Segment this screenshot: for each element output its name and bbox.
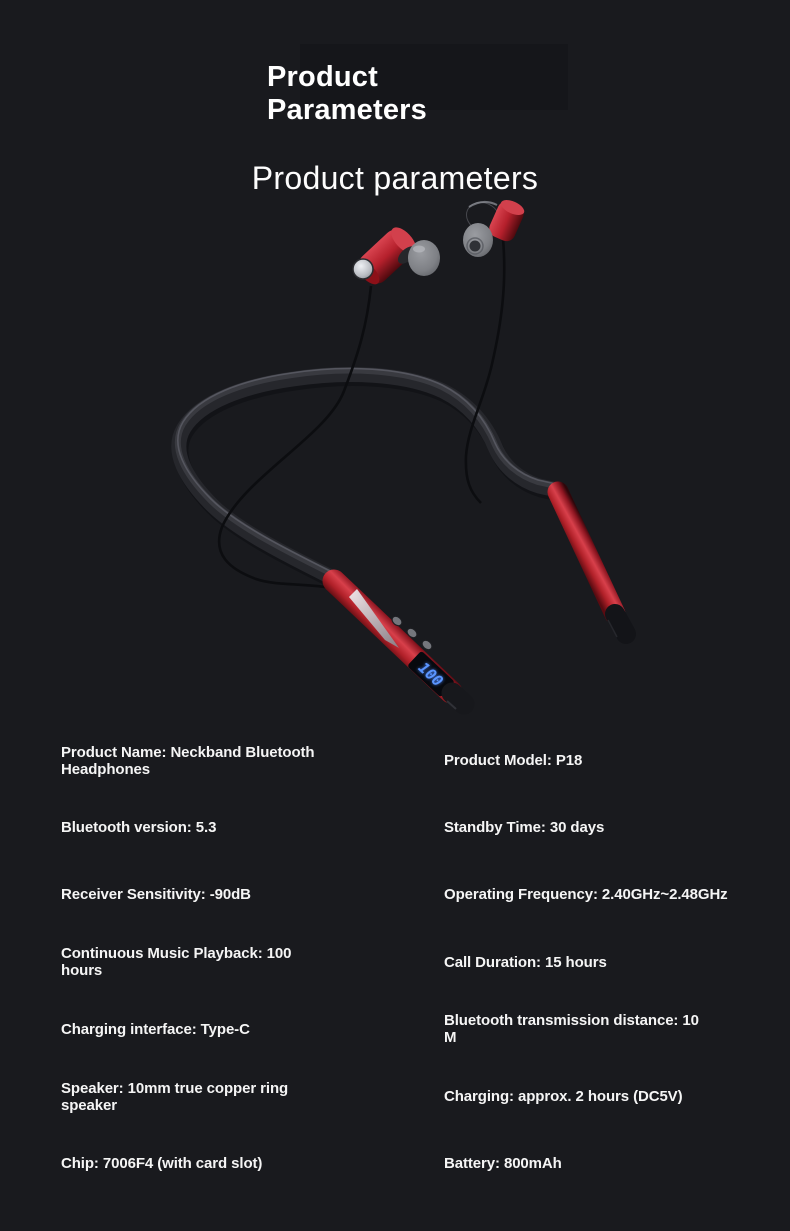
power-button — [406, 627, 418, 639]
right-earbud-flare — [500, 200, 525, 215]
spec-standby-time: Standby Time: 30 days — [444, 819, 605, 837]
display-panel — [408, 651, 454, 697]
spec-operating-frequency: Operating Frequency: 2.40GHz~2.48GHz — [444, 886, 728, 904]
spec-transmission-distance: Bluetooth transmission distance: 10 M — [444, 1012, 699, 1047]
volume-down-button — [421, 639, 433, 651]
page-title-line1: Product — [267, 61, 378, 94]
right-arm — [547, 481, 636, 644]
left-earbud-cable — [217, 285, 373, 590]
left-control-arm: 100 100 — [322, 569, 475, 715]
controller-end-cap — [441, 682, 475, 715]
page-title-line2: Parameters — [267, 94, 427, 127]
left-earbud-cap-ring — [352, 258, 374, 280]
spec-bluetooth-version: Bluetooth version: 5.3 — [61, 819, 217, 837]
left-earbud — [352, 227, 440, 285]
right-earbud — [463, 200, 525, 257]
band-shadow — [173, 371, 567, 590]
spec-receiver-sensitivity: Receiver Sensitivity: -90dB — [61, 886, 251, 904]
neckband-band — [171, 367, 567, 590]
earbud-cables — [217, 238, 506, 590]
spec-product-name: Product Name: Neckband Bluetooth Headpho… — [61, 743, 315, 778]
spec-charging-interface: Charging interface: Type-C — [61, 1020, 250, 1038]
page-subtitle: Product parameters — [251, 159, 539, 196]
title-shadow-box — [300, 44, 568, 110]
spec-music-playback: Continuous Music Playback: 100 hours — [61, 945, 292, 980]
metal-flash-highlight — [349, 589, 399, 648]
right-housing-highlight — [468, 201, 498, 208]
right-ear-tip-hole — [469, 240, 481, 252]
left-earbud-metal-cap — [353, 259, 373, 279]
end-cap-rim — [446, 700, 457, 710]
right-stick-body — [547, 481, 626, 625]
right-ear-tip-ring — [466, 237, 484, 255]
right-earbud-cable — [464, 238, 506, 504]
spec-speaker: Speaker: 10mm true copper ring speaker — [61, 1079, 289, 1114]
right-stick-end-cap — [605, 604, 636, 644]
spec-grid: Product Name: Neckband Bluetooth Headpho… — [61, 727, 777, 1197]
volume-up-button — [391, 615, 403, 627]
band-specular-line — [177, 367, 557, 573]
spec-battery: Battery: 800mAh — [444, 1155, 562, 1173]
control-buttons — [391, 615, 433, 651]
left-ear-tip — [408, 240, 440, 276]
spec-chip: Chip: 7006F4 (with card slot) — [61, 1155, 263, 1173]
spec-product-model: Product Model: P18 — [444, 752, 583, 770]
spec-charging-time: Charging: approx. 2 hours (DC5V) — [444, 1088, 683, 1106]
left-ear-tip-highlight — [413, 245, 425, 253]
right-cap-rim — [607, 619, 618, 638]
spec-call-duration: Call Duration: 15 hours — [444, 953, 607, 971]
right-ear-tip — [463, 223, 493, 257]
band-highlight — [174, 367, 559, 577]
product-photo-neckband-headphones: 100 100 — [171, 200, 636, 715]
